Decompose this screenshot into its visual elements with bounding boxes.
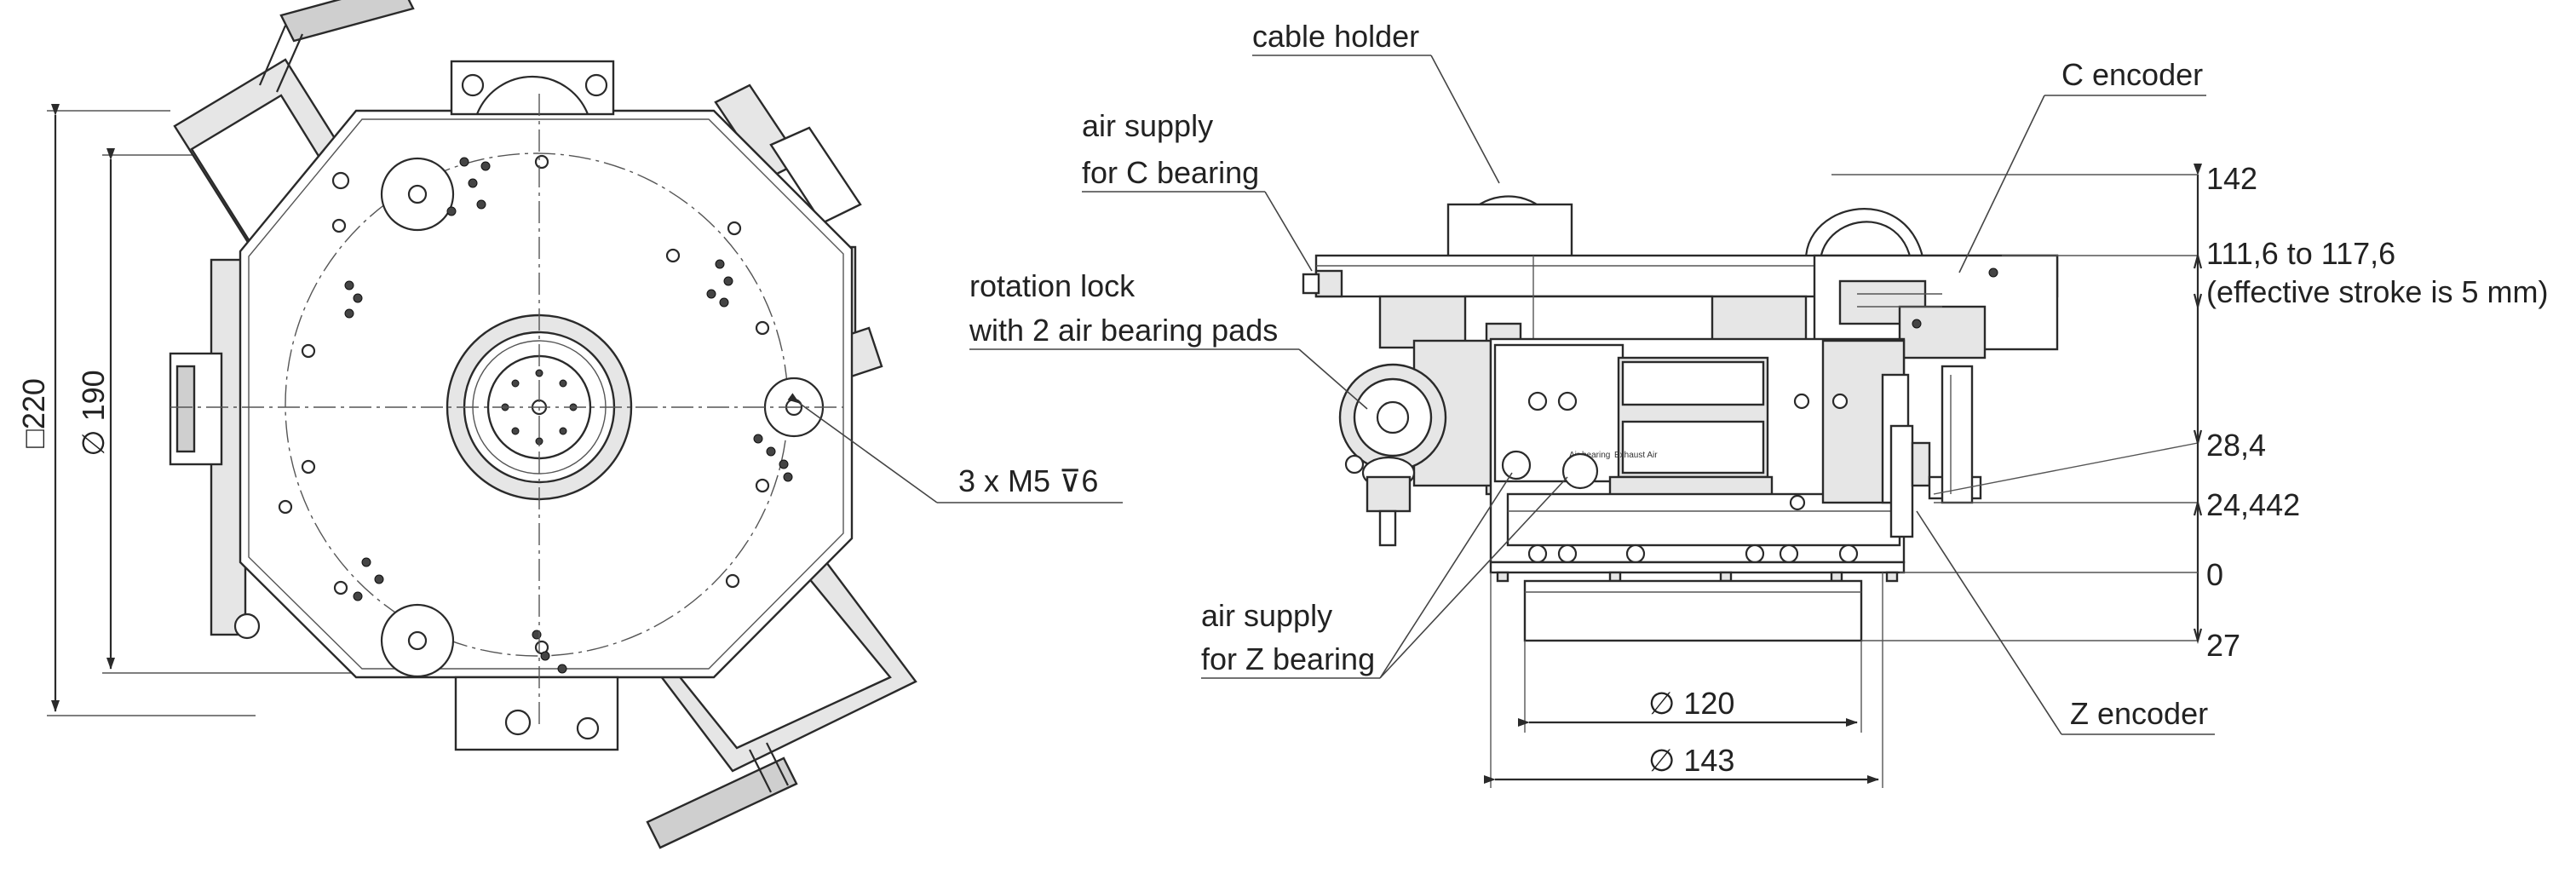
label-air-supply-c-1: air supply	[1082, 108, 1213, 143]
z-encoder-bracket	[1889, 365, 1982, 538]
main-housing: Air bearing Exhaust Air	[1489, 337, 1910, 564]
height-27: 27	[2206, 628, 2240, 663]
diameter-dimensions: ∅ 120 ∅ 143	[1484, 572, 1883, 788]
thread-callout: 3 x M5 ⊽6	[787, 393, 1123, 503]
cable-holder	[1446, 195, 1573, 259]
height-stroke-range: 111,6 to 117,6	[2206, 236, 2395, 271]
label-air-supply-z-2: for Z bearing	[1201, 641, 1375, 676]
callout-air-supply-z: air supply for Z bearing	[1201, 472, 1568, 679]
side-view: Air bearing Exhaust Air	[969, 19, 2548, 788]
height-scale	[1831, 164, 2203, 645]
plate-text-air-bearing: Air bearing	[1569, 451, 1610, 460]
callout-rotation-lock: rotation lock with 2 air bearing pads	[969, 268, 1368, 410]
label-air-supply-z-1: air supply	[1201, 598, 1332, 633]
bottom-tabs	[1496, 571, 1899, 583]
height-142: 142	[2206, 161, 2257, 196]
c-encoder-block	[1813, 254, 2059, 359]
height-0: 0	[2206, 557, 2223, 592]
label-rotation-lock-2: with 2 air bearing pads	[969, 313, 1278, 348]
label-cable-holder: cable holder	[1252, 19, 1419, 54]
front-view: □220 ∅ 190	[16, 0, 1123, 849]
thread-callout-text: 3 x M5 ⊽6	[958, 463, 1098, 498]
screw-heads	[344, 157, 793, 674]
callout-z-encoder: Z encoder	[1916, 510, 2215, 735]
plate-text-exhaust: Exhaust Air	[1614, 451, 1658, 460]
callout-cable-holder: cable holder	[1252, 19, 1500, 184]
housing-ports	[1501, 391, 1859, 564]
diameter-dimension: ∅ 190	[76, 148, 443, 674]
top-tab	[450, 60, 615, 116]
label-rotation-lock-1: rotation lock	[969, 268, 1136, 303]
height-stroke-note: (effective stroke is 5 mm)	[2206, 274, 2548, 309]
lower-cylinder	[1523, 579, 1863, 642]
label-z-encoder: Z encoder	[2070, 696, 2208, 731]
c-air-fitting	[1302, 269, 1343, 298]
perimeter-holes	[278, 154, 770, 655]
height-28-4: 28,4	[2206, 428, 2266, 463]
square-dimension: □220	[16, 104, 256, 716]
dim-square-220: □220	[16, 378, 51, 448]
bottom-tab	[454, 676, 619, 751]
diameter-120: ∅ 120	[1648, 686, 1734, 721]
dim-diameter-190: ∅ 190	[76, 370, 111, 456]
left-side-fitting	[169, 258, 261, 640]
label-air-supply-c-2: for C bearing	[1082, 155, 1259, 190]
diameter-143: ∅ 143	[1648, 743, 1734, 778]
label-c-encoder: C encoder	[2061, 57, 2203, 92]
callout-c-encoder: C encoder	[1958, 57, 2206, 273]
callout-air-supply-c: air supply for C bearing	[1082, 108, 1313, 272]
height-24-442: 24,442	[2206, 487, 2300, 522]
rotation-lock	[1338, 363, 1447, 547]
